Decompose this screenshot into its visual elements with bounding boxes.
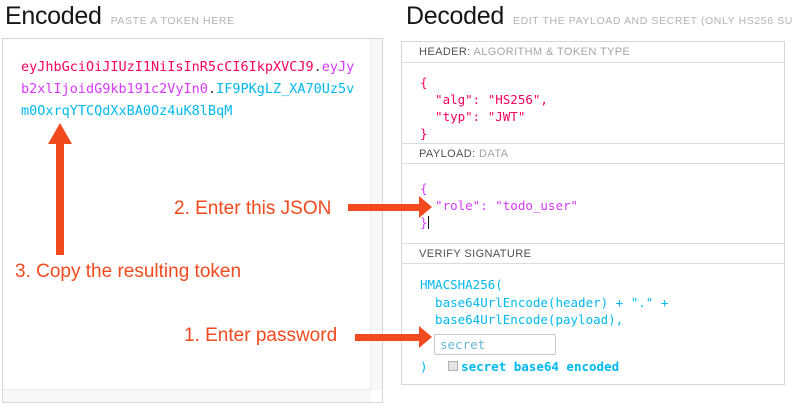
header-json-line: "alg": "HS256",: [420, 92, 548, 107]
annotation-step1-text: 1. Enter password: [184, 325, 338, 346]
signature-section-label: VERIFY SIGNATURE: [402, 244, 784, 264]
arrow-shaft: [355, 333, 420, 341]
encoded-title-row: Encoded PASTE A TOKEN HERE: [5, 2, 235, 31]
text-cursor: [427, 216, 429, 229]
payload-closing-brace: }: [420, 215, 428, 230]
vertical-scrollbar[interactable]: [370, 39, 382, 390]
payload-section-label: PAYLOAD: DATA: [402, 144, 784, 164]
header-json-line: }: [420, 126, 428, 141]
header-label-primary: HEADER:: [419, 46, 471, 58]
base64-encoded-label[interactable]: secret base64 encoded: [461, 358, 620, 374]
encoded-title: Encoded: [5, 2, 102, 30]
token-signature-segment: IF9PKgLZ_XA70Uz5vm0OxrqYTCQdXxBA0Oz4uK8l…: [21, 81, 355, 119]
payload-json-line: "role": "todo_user": [420, 198, 579, 213]
secret-input[interactable]: [434, 333, 556, 355]
arrow-head: [48, 123, 72, 144]
encoded-token-input[interactable]: eyJhbGciOiJIUzI1NiIsInR5cCI6IkpXVCJ9.eyJ…: [21, 56, 359, 122]
header-json-editor[interactable]: { "alg": "HS256", "typ": "JWT" }: [402, 63, 784, 144]
annotation-step3-text: 3. Copy the resulting token: [15, 261, 242, 282]
base64-encoded-checkbox[interactable]: [448, 361, 459, 371]
arrow-head: [419, 196, 432, 218]
horizontal-scrollbar[interactable]: [3, 389, 371, 402]
signature-code-line: HMACSHA256(: [420, 277, 503, 292]
signature-label-primary: VERIFY SIGNATURE: [419, 247, 532, 260]
annotation-step2-text: 2. Enter this JSON: [174, 198, 332, 219]
arrow-shaft: [348, 203, 420, 211]
token-payload-segment: eyJyb2xlIjoidG9kb191c2VyIn0: [21, 59, 355, 97]
payload-json-editor[interactable]: { "role": "todo_user" }: [402, 164, 784, 244]
signature-block: HMACSHA256( base64UrlEncode(header) + ".…: [402, 264, 784, 384]
base64-encoded-row: ) secret base64 encoded: [420, 359, 784, 374]
decoded-title-row: Decoded EDIT THE PAYLOAD AND SECRET (ONL…: [406, 2, 793, 31]
header-label-secondary: ALGORITHM & TOKEN TYPE: [470, 46, 631, 58]
signature-closing-paren: ): [420, 358, 436, 374]
decoded-subtitle: EDIT THE PAYLOAD AND SECRET (ONLY HS256 …: [512, 15, 793, 27]
payload-label-secondary: DATA: [475, 147, 509, 160]
decoded-title: Decoded: [406, 2, 504, 30]
header-json-line: {: [420, 75, 428, 90]
arrow-shaft: [56, 142, 64, 255]
signature-code-line: base64UrlEncode(payload),: [420, 312, 624, 327]
decoded-panel: HEADER: ALGORITHM & TOKEN TYPE { "alg": …: [401, 41, 785, 385]
payload-json-line: }: [420, 214, 784, 231]
signature-code-line: base64UrlEncode(header) + "." +: [420, 294, 669, 310]
token-header-segment: eyJhbGciOiJIUzI1NiIsInR5cCI6IkpXVCJ9: [21, 59, 314, 75]
arrow-up-to-token-icon: [48, 123, 72, 255]
arrow-right-to-payload-icon: [348, 196, 432, 218]
header-section-label: HEADER: ALGORITHM & TOKEN TYPE: [402, 42, 784, 63]
token-separator: .: [313, 59, 322, 75]
arrow-right-to-secret-icon: [355, 326, 432, 348]
encoded-token-box[interactable]: eyJhbGciOiJIUzI1NiIsInR5cCI6IkpXVCJ9.eyJ…: [2, 38, 383, 403]
encoded-subtitle: PASTE A TOKEN HERE: [110, 15, 235, 27]
payload-json-line: {: [420, 181, 428, 196]
token-separator: .: [207, 81, 217, 97]
header-json-line: "typ": "JWT": [420, 109, 526, 124]
arrow-head: [419, 326, 432, 348]
payload-label-primary: PAYLOAD:: [419, 147, 476, 160]
